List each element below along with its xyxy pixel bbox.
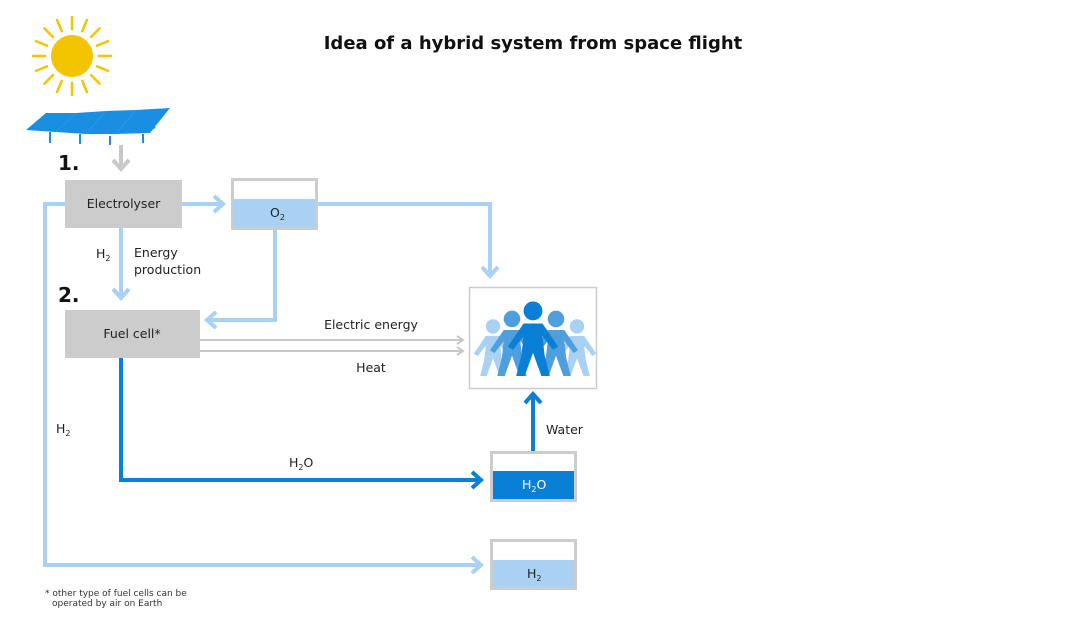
sun-ray — [89, 27, 101, 39]
o2-tank-label: O2 — [270, 205, 285, 222]
sun-ray — [81, 79, 89, 94]
energy-production-line1: Energy — [134, 245, 178, 260]
electrolyser-box: Electrolyser — [65, 180, 182, 228]
sun-ray — [55, 79, 63, 94]
sun-icon — [31, 15, 113, 97]
sun-ray — [43, 73, 55, 85]
sun-ray — [95, 65, 110, 73]
o2-to-people-arrow — [318, 202, 500, 280]
o2-tank: O2 — [231, 178, 318, 230]
fuel-cell-label: Fuel cell* — [103, 326, 160, 341]
h2-left-label: H2 — [56, 421, 71, 438]
h2o-flow-label: H2O — [289, 455, 314, 472]
sun-ray — [34, 39, 49, 47]
o2-to-fuel-cell-arrow — [203, 229, 277, 330]
heat-label: Heat — [356, 360, 386, 375]
step-2-label: 2. — [58, 283, 80, 307]
h2o-tank: H2O — [490, 451, 577, 502]
h2-tank: H2 — [490, 539, 577, 590]
sun-ray — [55, 18, 63, 33]
energy-production-line2: production — [134, 262, 201, 277]
person-figure — [507, 301, 559, 376]
electrolyser-to-fuel-cell-arrow — [111, 228, 131, 302]
sun-ray — [81, 18, 89, 33]
h2-tank-label: H2 — [527, 566, 542, 583]
water-to-people-arrow — [523, 390, 543, 452]
diagram-title: Idea of a hybrid system from space fligh… — [324, 33, 743, 54]
heat-arrow — [200, 346, 465, 356]
electrolyser-to-h2-tank-arrow — [43, 202, 485, 575]
sun-ray — [43, 27, 55, 39]
electrolyser-to-o2-arrow — [182, 194, 227, 214]
footnote-line2: operated by air on Earth — [52, 599, 162, 609]
solar-panel-icon — [26, 108, 170, 145]
footnote-line1: * other type of fuel cells can be — [45, 589, 187, 599]
water-label: Water — [546, 422, 584, 437]
sun-ray — [95, 39, 110, 47]
electric-energy-label: Electric energy — [324, 317, 418, 332]
electric-energy-arrow — [200, 335, 465, 345]
step-1-label: 1. — [58, 151, 80, 175]
people-box — [468, 286, 598, 390]
h2-down-label: H2 — [96, 246, 111, 263]
fuel-cell-box: Fuel cell* — [65, 310, 200, 358]
fuel-cell-to-h2o-tank-arrow — [119, 358, 485, 490]
sun-ray — [34, 65, 49, 73]
solar-to-electrolyser-arrow — [111, 145, 131, 173]
h2o-tank-label: H2O — [522, 477, 547, 494]
people-group-icon — [473, 301, 597, 376]
electrolyser-label: Electrolyser — [87, 196, 161, 211]
sun-ray — [89, 73, 101, 85]
